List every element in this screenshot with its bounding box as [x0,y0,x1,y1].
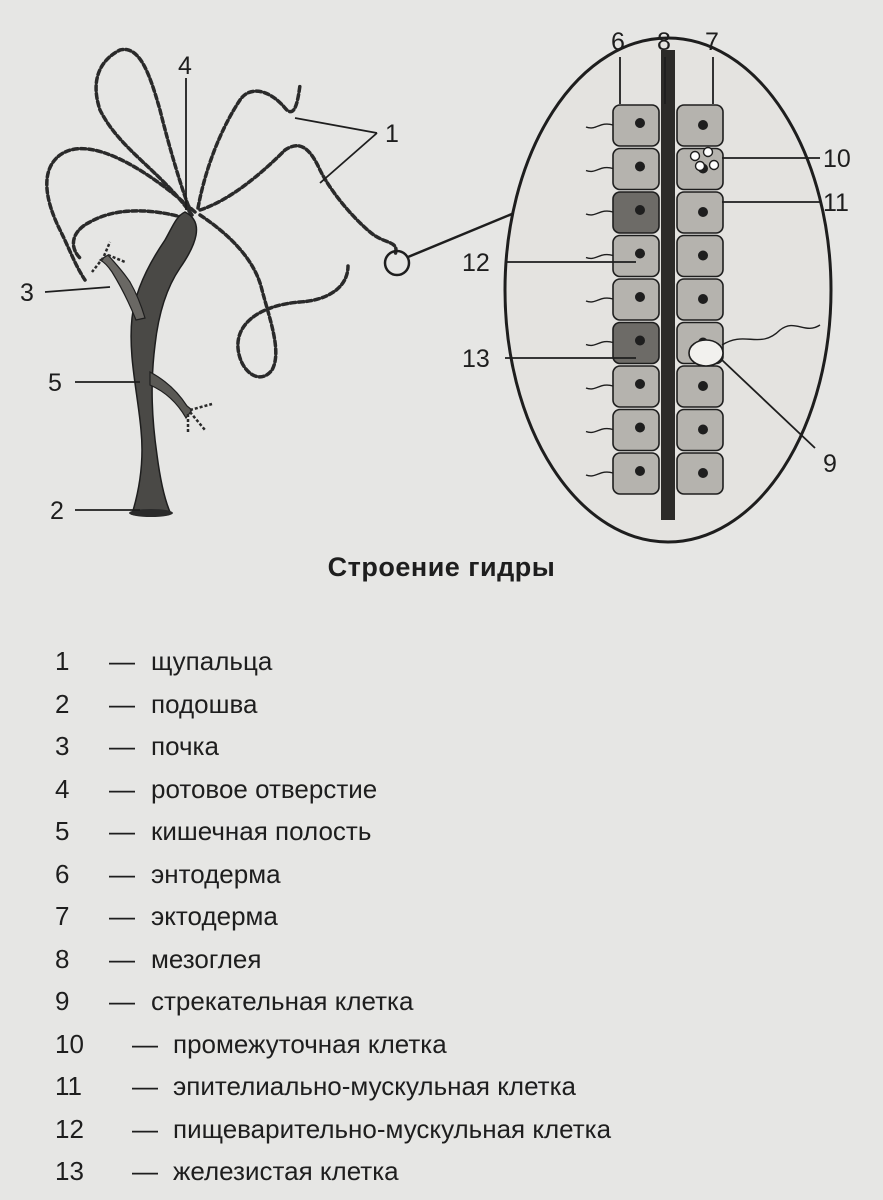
legend-item: 9—стрекательная клетка [55,986,414,1016]
cnidocil [721,324,821,346]
callout-3: 3 [20,279,34,307]
mesoglea-band [661,50,675,520]
cell-nucleus [698,424,708,435]
legend-item: 8—мезоглея [55,943,262,974]
cell-column [585,104,821,495]
callout-12: 12 [462,249,490,277]
cell-nucleus [698,468,708,478]
side-branch [149,370,193,420]
basal-disc [129,509,173,517]
interstitial-cell [702,146,714,158]
callout-6: 6 [611,28,625,56]
flagellum [585,123,614,129]
cell-nucleus [635,379,645,389]
cell-nucleus [635,335,645,346]
flagellum [585,253,614,260]
hydra-illustration [45,47,398,517]
flagellum [585,384,614,390]
body-wall-section [503,36,833,544]
legend-item: 4—ротовое отверстие [55,773,378,804]
cell-nucleus [698,207,708,217]
zoom-circle [383,249,411,277]
leader-lines [44,57,820,511]
callout-7: 7 [705,28,719,56]
cell-nucleus [635,118,645,128]
legend-item: 5—кишечная полость [55,816,372,846]
cell-nucleus [698,120,708,130]
cell-nucleus [635,422,645,433]
flagellum [585,427,614,434]
cell-nucleus [635,161,645,172]
interstitial-cell [694,160,706,172]
interstitial-cell [708,159,720,171]
callout-11: 11 [823,189,849,217]
cnidocyte [688,339,724,367]
legend-list: 1—щупальца 2—подошва 3—почка 4—ротовое о… [55,640,611,1193]
callout-1: 1 [385,120,399,148]
bud-tentacles [91,241,126,273]
flagellum [585,210,614,216]
legend-item: 11—эпителиально-мускульная клетка [55,1071,576,1101]
callout-10: 10 [823,145,851,173]
legend-item: 13—железистая клетка [55,1156,399,1186]
legend-item: 7—эктодерма [55,901,278,931]
callout-9: 9 [823,450,837,478]
hydra-diagram: 1 2 3 4 5 6 8 7 9 10 11 12 13 [20,28,851,544]
cell-nucleus [635,292,645,302]
cell-nucleus [698,294,708,304]
legend-item: 10—промежуточная клетка [55,1028,447,1059]
side-branch-tentacles [186,402,213,432]
legend-item: 1—щупальца [55,646,273,676]
interstitial-cell [689,150,701,162]
figure-caption: Строение гидры [327,552,556,582]
callout-2: 2 [50,497,64,525]
cell-nucleus [635,466,645,476]
callout-5: 5 [48,369,62,397]
callout-13: 13 [462,345,490,373]
flagellum [585,297,614,303]
callout-8: 8 [657,28,671,56]
cell-nucleus [635,248,645,259]
cell-nucleus [698,250,708,261]
hydra-trunk [130,211,198,515]
legend-item: 12—пищеварительно-мускульная клетка [55,1113,612,1144]
flagellum [585,471,614,477]
legend-item: 2—подошва [55,688,258,719]
legend-item: 3—почка [55,731,219,761]
tentacles [45,47,398,379]
cell-nucleus [698,381,708,391]
cell-nucleus [635,205,645,215]
legend-item: 6—энтодерма [55,858,281,889]
flagellum [585,340,614,347]
flagellum [585,166,614,173]
callout-4: 4 [178,52,192,80]
